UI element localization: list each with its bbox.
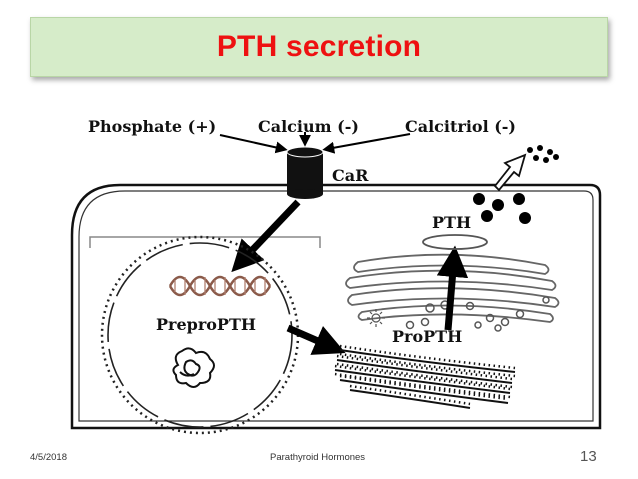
- calcitriol-label: Calcitriol (-): [405, 117, 516, 136]
- propth-label: ProPTH: [392, 327, 462, 346]
- phosphate-label: Phosphate (+): [88, 117, 216, 136]
- to-er-arrow: [286, 324, 346, 355]
- phosphate-arrow: [219, 134, 288, 154]
- cell-membrane: [70, 183, 602, 430]
- slide-title: PTH secretion: [216, 30, 422, 63]
- title-box: PTH secretion: [30, 17, 608, 77]
- car-label: CaR: [332, 166, 369, 185]
- calcitriol-arrow: [322, 133, 411, 154]
- nucleolus: [172, 347, 215, 388]
- pth-label: PTH: [432, 213, 471, 232]
- sun-vesicle-icon: [367, 309, 385, 327]
- nucleus: [100, 235, 300, 435]
- to-pth-arrow: [436, 245, 469, 331]
- pth-vesicle: [422, 234, 488, 250]
- rough-er: [334, 349, 516, 409]
- calcium-label: Calcium (-): [258, 117, 359, 136]
- footer-title: Parathyroid Hormones: [270, 452, 366, 463]
- golgi-vesicles: [405, 296, 550, 332]
- membrane-bracket: [89, 236, 321, 248]
- secretory-granules: [473, 193, 531, 224]
- dna-helix: [168, 275, 272, 297]
- released-pth-dots: [527, 145, 559, 163]
- ribosomes: [334, 344, 516, 406]
- exocytosis-arrow: [493, 153, 527, 192]
- car-receptor: [286, 146, 324, 199]
- cell-membrane-inner: [78, 190, 594, 422]
- signal-arrow: [231, 199, 301, 273]
- footer-date: 4/5/2018: [30, 452, 67, 463]
- slide-number: 13: [580, 448, 597, 465]
- preprothh-label: PreproPTH: [156, 315, 256, 334]
